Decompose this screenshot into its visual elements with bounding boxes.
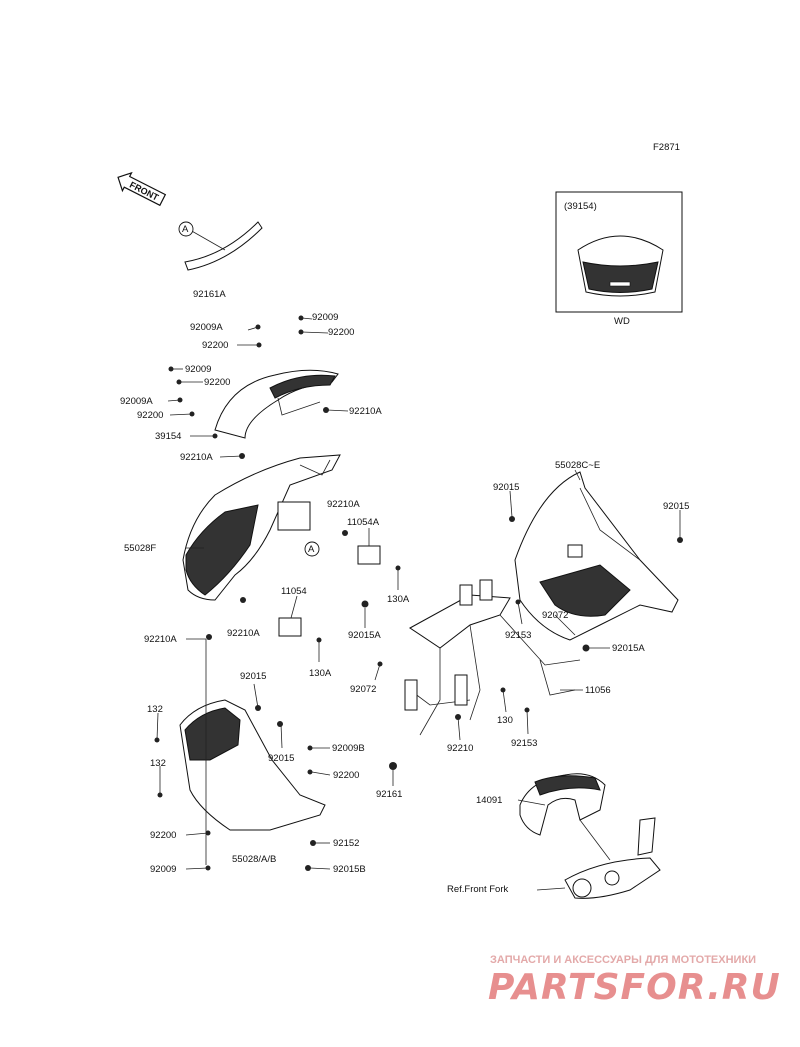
label-14091: 14091 [476, 795, 502, 806]
label-92210a: 92210A [349, 406, 382, 417]
label-92009a: 92009A [120, 396, 153, 407]
label-92161a: 92161A [193, 289, 226, 300]
windshield [214, 369, 339, 439]
front-fork-ref [564, 817, 661, 899]
label-130a: 130A [309, 668, 332, 679]
label-55028-a-b: 55028/A/B [232, 854, 276, 865]
label-92072: 92072 [350, 684, 376, 695]
label-92015a: 92015A [348, 630, 381, 641]
label-11054: 11054 [281, 586, 307, 597]
cowl-stay-frame [404, 579, 581, 736]
label-92015: 92015 [268, 753, 294, 764]
lower-cowl [179, 699, 326, 831]
leader-lines [156, 317, 681, 891]
headlight-cover [519, 773, 606, 836]
front-arrow-icon: FRONT [117, 171, 167, 207]
callout-marker [304, 541, 320, 557]
label-92200: 92200 [333, 770, 359, 781]
label-92009: 92009 [312, 312, 338, 323]
rubber-strip: A [178, 221, 263, 271]
windshield-inset: (39154) WD [555, 191, 683, 327]
label-92153: 92153 [511, 738, 537, 749]
label-11054a: 11054A [347, 517, 380, 528]
label-92200: 92200 [202, 340, 228, 351]
label-92009: 92009 [185, 364, 211, 375]
label-92015b: 92015B [333, 864, 366, 875]
label-92153: 92153 [505, 630, 531, 641]
label-92210a: 92210A [327, 499, 360, 510]
callout-marker-label: A [182, 224, 189, 235]
label-130: 130 [497, 715, 513, 726]
inset-caption: WD [614, 316, 630, 327]
label-92015: 92015 [493, 482, 519, 493]
label-92200: 92200 [150, 830, 176, 841]
label-92009a: 92009A [190, 322, 223, 333]
label-130a: 130A [387, 594, 410, 605]
label-55028f: 55028F [124, 543, 156, 554]
bracket-11054 [278, 617, 302, 637]
side-cowl [514, 471, 679, 641]
label-92072: 92072 [542, 610, 568, 621]
part-labels: 92161A 92009A 92009 92200 92200 92009 92… [120, 289, 689, 895]
upper-cowl: A [182, 454, 341, 601]
label-132: 132 [147, 704, 163, 715]
inset-title: (39154) [564, 201, 597, 212]
label-92015a: 92015A [612, 643, 645, 654]
watermark-tagline: ЗАПЧАСТИ И АКСЕССУАРЫ ДЛЯ МОТОТЕХНИКИ [490, 954, 756, 966]
label-55028c-e: 55028C~E [555, 460, 600, 471]
watermark-logo: PARTSFOR.RU [488, 967, 781, 1008]
callout-marker [178, 221, 194, 237]
label-92152: 92152 [333, 838, 359, 849]
figure-code: F2871 [653, 142, 680, 153]
fasteners [154, 315, 683, 871]
label-92009b: 92009B [332, 743, 365, 754]
label-92009: 92009 [150, 864, 176, 875]
label-92200: 92200 [328, 327, 354, 338]
label-92210: 92210 [447, 743, 473, 754]
label-92210a: 92210A [144, 634, 177, 645]
label-39154: 39154 [155, 431, 181, 442]
label-92015: 92015 [663, 501, 689, 512]
label-11056: 11056 [585, 685, 611, 696]
label-92015: 92015 [240, 671, 266, 682]
label-92210a: 92210A [227, 628, 260, 639]
label-92161: 92161 [376, 789, 402, 800]
label-132: 132 [150, 758, 166, 769]
label-92200: 92200 [137, 410, 163, 421]
callout-marker-label: A [308, 544, 315, 555]
label-92210a: 92210A [180, 452, 213, 463]
bracket-11054a [357, 545, 381, 565]
label-92200: 92200 [204, 377, 230, 388]
label-ref-front-fork: Ref.Front Fork [447, 884, 508, 895]
